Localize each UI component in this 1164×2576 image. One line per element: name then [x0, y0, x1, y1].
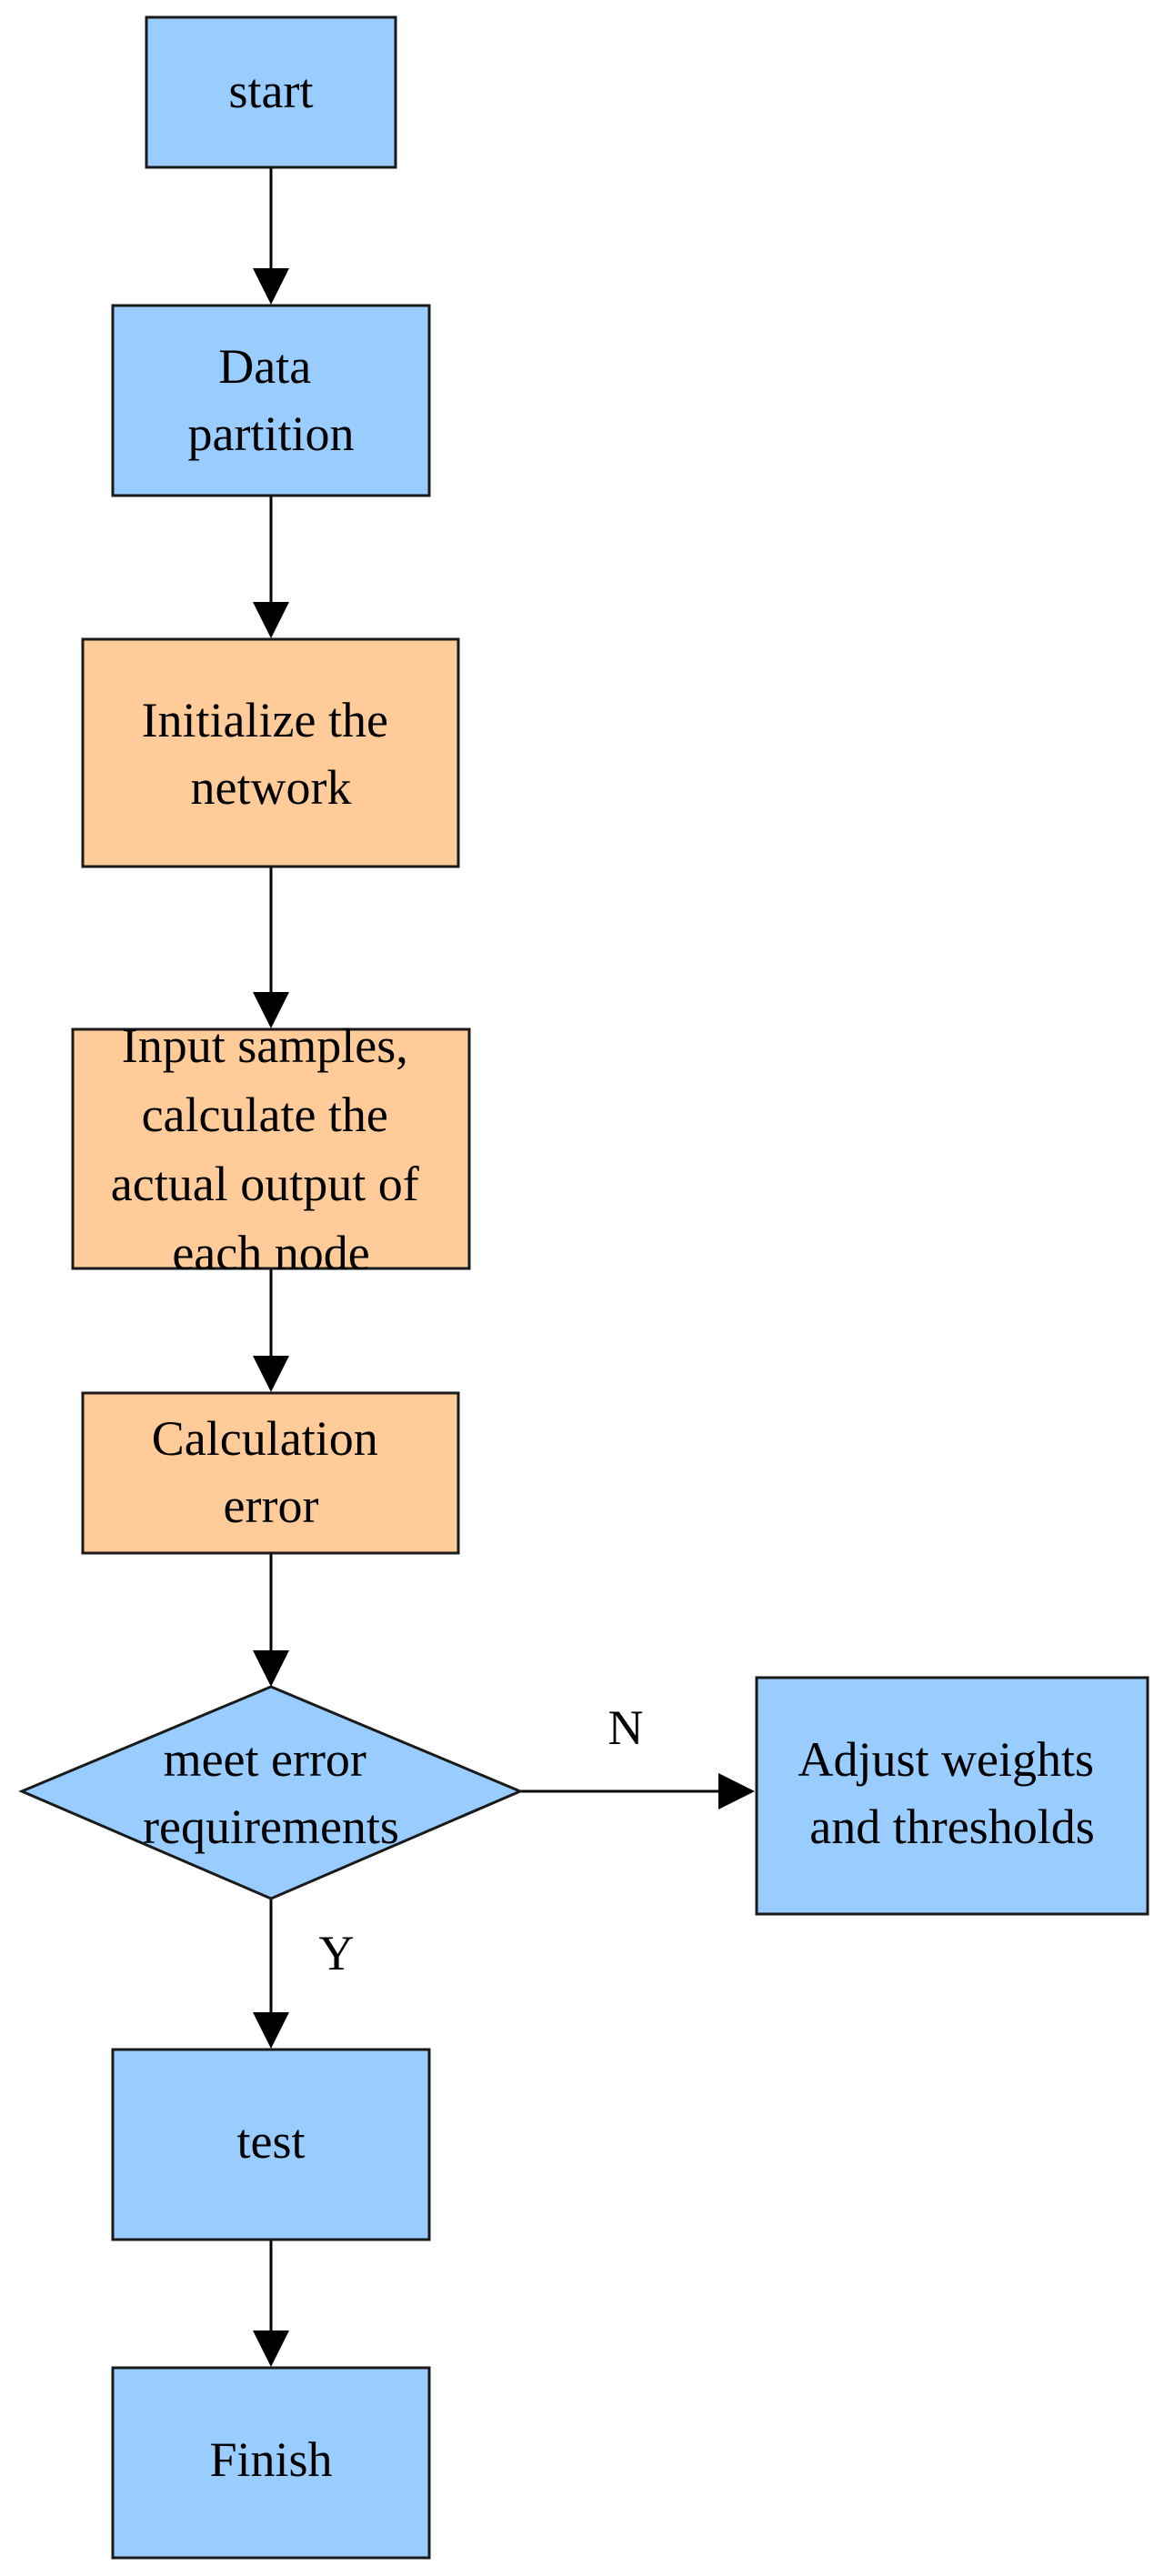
arrowhead-test-to-finish — [253, 2330, 289, 2367]
input-samples-box — [71, 1027, 471, 1270]
connectors — [253, 167, 755, 2367]
meet-error-requirements-label: meet error requirements — [143, 1732, 399, 1854]
adjust-weights-label: Adjust weights and thresholds — [798, 1732, 1106, 1854]
test-box — [111, 2048, 431, 2241]
node-labels: start Data partition Initialize the netw… — [111, 64, 1106, 2487]
initialize-network-box — [81, 637, 460, 868]
finish-label: Finish — [209, 2432, 332, 2487]
start-box — [145, 15, 397, 169]
yes-branch-label: Y — [319, 1926, 355, 1980]
initialize-network-label: Initialize the network — [142, 693, 401, 815]
meet-error-decision-diamond — [18, 1685, 524, 1900]
edge-labels: N Y — [319, 1700, 644, 1980]
arrowhead-input-to-calc — [253, 1356, 289, 1392]
arrowhead-partition-to-init — [253, 602, 289, 638]
data-partition-label: Data partition — [188, 339, 355, 461]
adjust-weights-box — [755, 1676, 1149, 1916]
data-partition-box — [111, 304, 431, 497]
calculation-error-label: Calculation error — [152, 1411, 390, 1533]
node-shapes — [18, 15, 1149, 2560]
finish-box — [111, 2366, 431, 2560]
arrowhead-init-to-input — [253, 992, 289, 1028]
test-label: test — [237, 2114, 306, 2169]
input-samples-label: Input samples, calculate the actual outp… — [111, 1018, 431, 1280]
no-branch-label: N — [608, 1700, 644, 1755]
arrowhead-calc-to-decision — [253, 1650, 289, 1687]
start-label: start — [229, 64, 314, 118]
arrowhead-decision-to-adjust — [718, 1773, 755, 1809]
arrowhead-start-to-partition — [253, 268, 289, 305]
calculation-error-box — [81, 1391, 460, 1555]
arrowhead-decision-to-test — [253, 2012, 289, 2049]
